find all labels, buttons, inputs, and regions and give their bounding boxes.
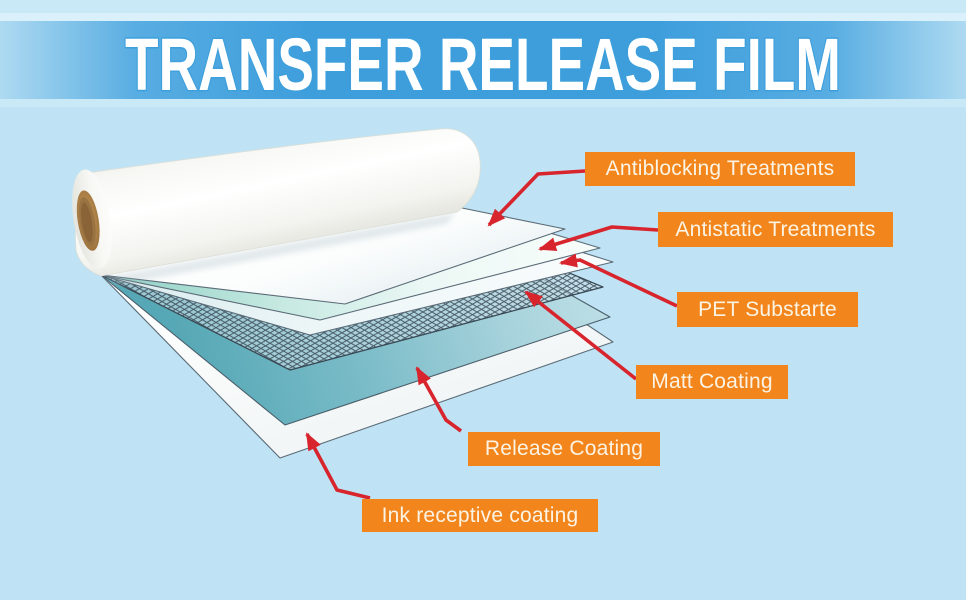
arrow-release-coating <box>415 366 463 433</box>
film-roll-illustration <box>72 128 481 277</box>
title-banner <box>0 21 966 99</box>
label-antistatic-treatments: Antistatic Treatments <box>658 212 893 247</box>
banner-top-strip <box>0 0 966 13</box>
label-pet-substrate: PET Substarte <box>677 292 858 327</box>
label-release-coating: Release Coating <box>468 432 660 466</box>
arrow-ink-receptive <box>305 432 371 500</box>
label-ink-receptive-coating: Ink receptive coating <box>362 499 598 532</box>
arrow-pet-substrate <box>559 253 678 308</box>
banner-light-strip <box>0 13 966 21</box>
arrow-antistatic <box>538 225 659 252</box>
roll-shadow <box>104 213 455 286</box>
roll-core-tube <box>76 190 100 251</box>
banner-bottom-strip <box>0 99 966 107</box>
arrow-matt-coating <box>524 290 638 381</box>
label-matt-coating: Matt Coating <box>636 365 788 399</box>
label-antiblocking-treatments: Antiblocking Treatments <box>585 152 855 186</box>
arrow-antiblocking <box>487 169 586 227</box>
